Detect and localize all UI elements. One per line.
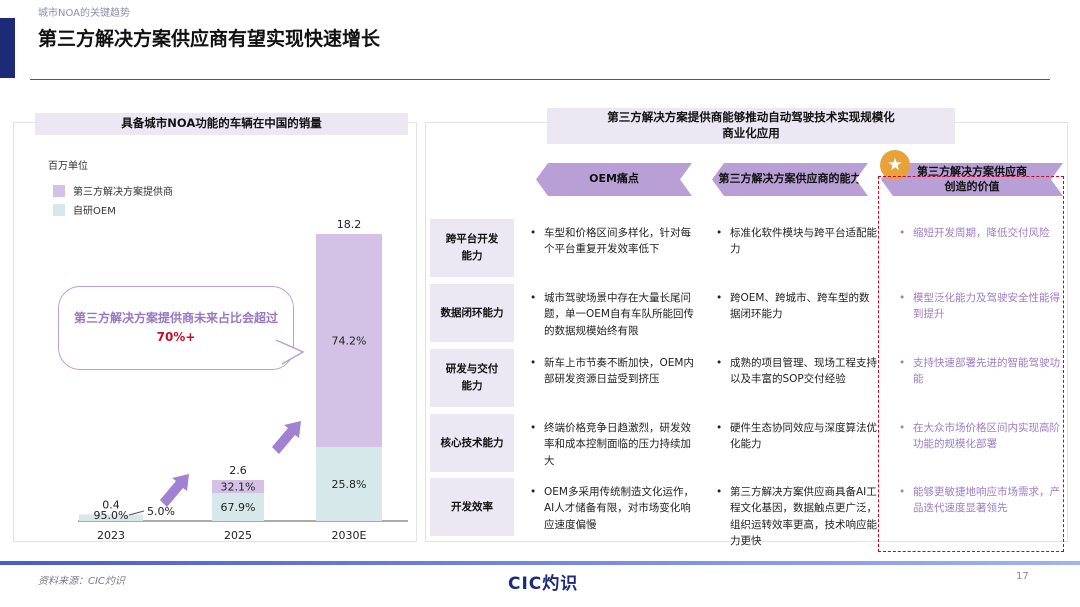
share-label-oem: 67.9%: [221, 501, 256, 514]
legend-swatch-third-party: [53, 184, 65, 197]
table-banner-line2: 商业化应用: [722, 126, 780, 140]
x-tick-label: 2025: [224, 529, 252, 542]
capability-cell: 硬件生态协同效应与深度算法优化能力: [714, 420, 878, 453]
legend-item-oem: 自研OEM: [53, 202, 116, 217]
table-banner-line1: 第三方解决方案提供商能够推动自动驾驶技术实现规模化: [607, 110, 895, 125]
value-cell: 缩短开发周期，降低交付风险: [897, 225, 1061, 242]
cic-logo: CIC灼识: [508, 574, 579, 594]
leader-line: [128, 510, 145, 516]
star-icon: ★: [880, 150, 910, 180]
share-label-third-party: 5.0%: [147, 505, 175, 518]
value-cell: 能够更敏捷地响应市场需求，产品迭代速度显著领先: [897, 484, 1061, 517]
legend-label-oem: 自研OEM: [73, 206, 116, 217]
callout-bubble: 第三方解决方案提供商未来占比会超过 70%+: [58, 286, 294, 370]
pain-cell: 新车上市节奏不断加快，OEM内部研发资源日益受到挤压: [528, 355, 700, 388]
title-divider: [30, 79, 1050, 80]
callout-highlight: 70%+: [156, 330, 196, 344]
pain-cell: OEM多采用传统制造文化运作，AI人才储备有限，对市场变化响应速度偏慢: [528, 484, 700, 533]
bar-third-party-2025: [212, 480, 264, 494]
accent-bar: [0, 18, 15, 78]
row-label: 开发效率: [430, 478, 514, 536]
pain-cell: 终端价格竞争日趋激烈，研发效率和成本控制面临的压力持续加大: [528, 420, 700, 469]
growth-arrow-icon: [160, 421, 301, 507]
share-label-oem: 25.8%: [332, 478, 367, 491]
page-number: 17: [1016, 571, 1029, 582]
capability-cell: 成熟的项目管理、现场工程支持以及丰富的SOP交付经验: [714, 355, 878, 388]
row-label: 跨平台开发 能力: [430, 219, 514, 277]
column-header-value: 第三方解决方案供应商 创造的价值: [881, 163, 1063, 196]
bar-third-party-2030E: [316, 234, 382, 447]
legend-label-third-party: 第三方解决方案提供商: [73, 187, 173, 198]
callout-text: 第三方解决方案提供商未来占比会超过: [73, 311, 278, 326]
capability-cell: 跨OEM、跨城市、跨车型的数据闭环能力: [714, 290, 878, 323]
share-label-oem: 95.0%: [94, 509, 129, 522]
source-note: 资料来源：CIC灼识: [38, 576, 125, 587]
share-label-third-party: 74.2%: [332, 334, 367, 347]
row-label: 研发与交付 能力: [430, 349, 514, 407]
footer-band: [0, 561, 1080, 565]
share-label-third-party: 32.1%: [221, 481, 256, 494]
column-header-pain: OEM痛点: [536, 163, 692, 196]
x-tick-label: 2030E: [332, 529, 367, 542]
column-header-capability: 第三方解决方案供应商的能力: [712, 163, 868, 196]
total-label: 18.2: [337, 218, 362, 231]
legend-item-third-party: 第三方解决方案提供商: [53, 183, 173, 198]
value-cell: 在大众市场价格区间内实现高阶功能的规模化部署: [897, 420, 1061, 453]
value-cell: 模型泛化能力及驾驶安全性能得到提升: [897, 290, 1061, 323]
chart-banner: 具备城市NOA功能的车辆在中国的销量: [35, 113, 408, 135]
value-cell: 支持快速部署先进的智能驾驶功能: [897, 355, 1061, 388]
page-title: 第三方解决方案供应商有望实现快速增长: [38, 28, 381, 50]
value-highlight-box: [878, 176, 1064, 552]
capability-cell: 标准化软件模块与跨平台适配能力: [714, 225, 878, 258]
bar-oem-2030E: [316, 446, 382, 521]
legend-swatch-oem: [53, 203, 65, 216]
unit-label: 百万单位: [48, 161, 88, 172]
pain-cell: 车型和价格区间多样化，针对每个平台重复开发效率低下: [528, 225, 700, 258]
bar-oem-2023: [79, 515, 143, 521]
total-label: 2.6: [229, 464, 247, 477]
pain-cell: 城市驾驶场景中存在大量长尾问题，单一OEM自有车队所能回传的数据规模始终有限: [528, 290, 700, 339]
total-label: 0.4: [102, 499, 120, 512]
capability-cell: 第三方解决方案供应商具备AI工程文化基因，数据触点更广泛，组织运转效率更高，技术…: [714, 484, 878, 549]
bar-oem-2025: [212, 493, 264, 521]
table-banner: 第三方解决方案提供商能够推动自动驾驶技术实现规模化 商业化应用: [547, 108, 955, 144]
breadcrumb: 城市NOA的关键趋势: [38, 8, 131, 19]
row-label: 数据闭环能力: [430, 284, 514, 342]
row-label: 核心技术能力: [430, 414, 514, 472]
x-tick-label: 2023: [97, 529, 125, 542]
